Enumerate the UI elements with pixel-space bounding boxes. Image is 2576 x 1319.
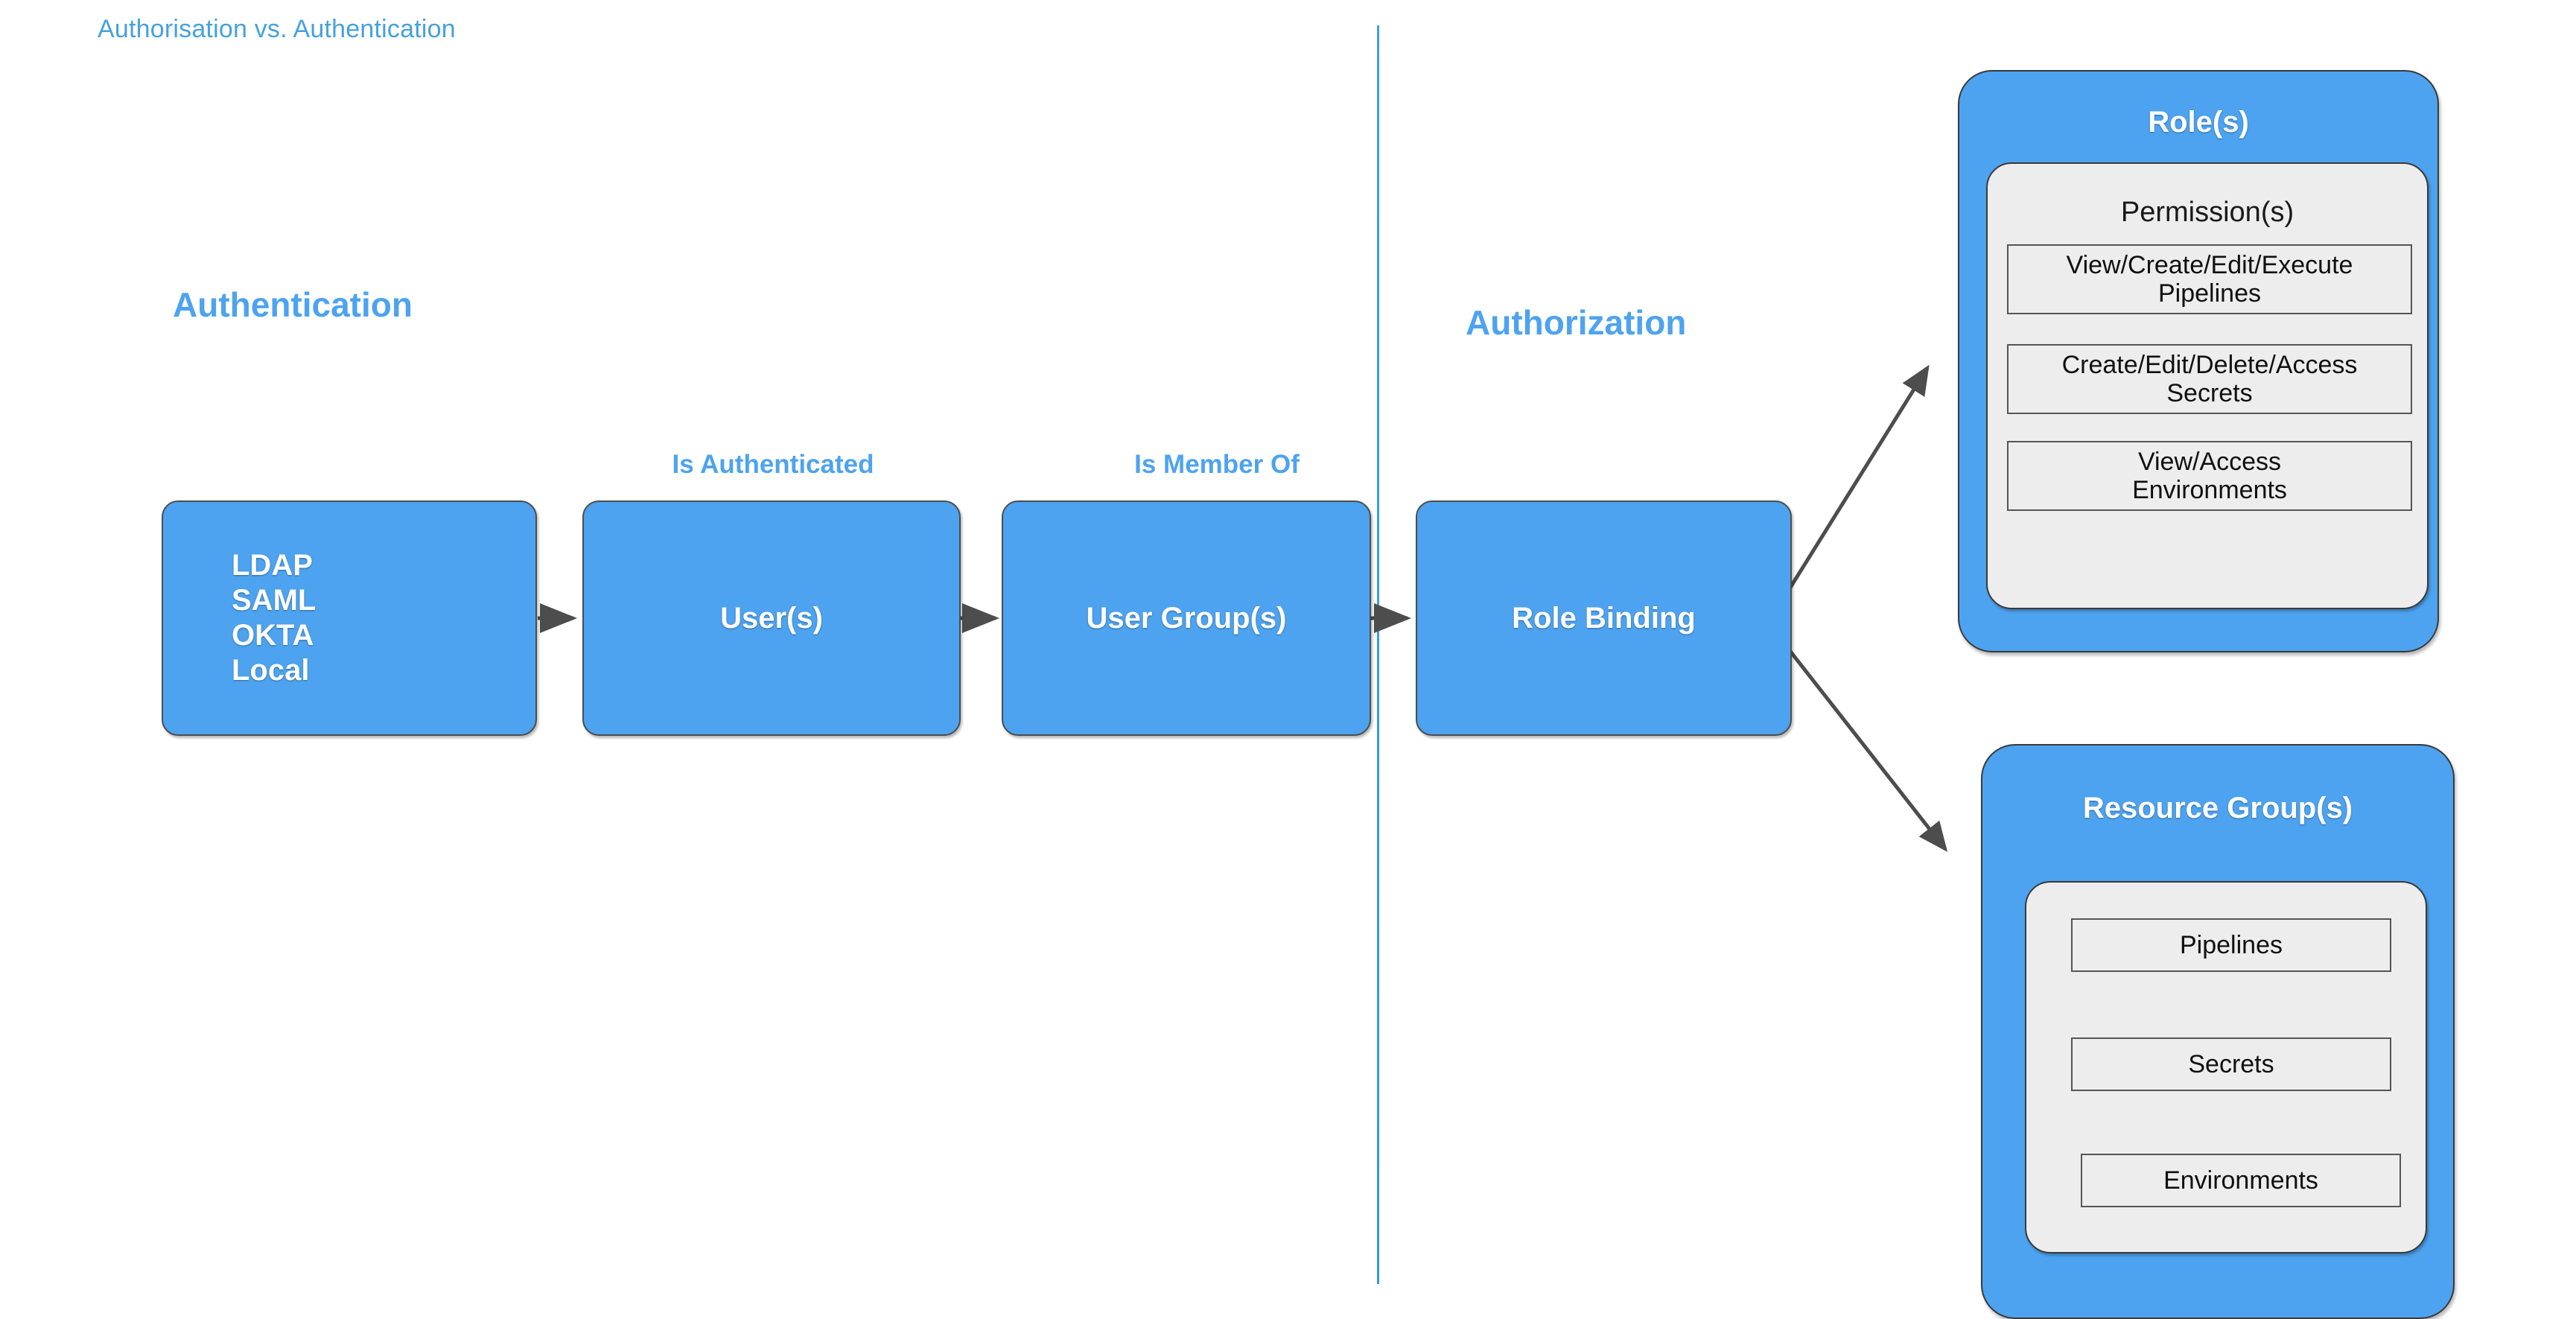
permission-item[interactable]: View/Create/Edit/Execute Pipelines [2007, 244, 2412, 314]
resources-panel: Pipelines Secrets Environments [2025, 881, 2427, 1253]
permissions-panel-title: Permission(s) [2120, 197, 2294, 228]
group-panel-title: Role(s) [2148, 106, 2249, 139]
arrow-rolebinding-to-resourcegroups [1787, 648, 1948, 852]
flow-box-user-groups[interactable]: User Group(s) [1002, 500, 1371, 736]
permissions-panel: Permission(s) View/Create/Edit/Execute P… [1986, 162, 2429, 609]
section-divider [1377, 25, 1379, 1284]
flow-box-label: LDAP SAML OKTA Local [232, 548, 317, 687]
flow-box-role-binding[interactable]: Role Binding [1416, 500, 1792, 736]
edge-label-is-authenticated: Is Authenticated [672, 450, 874, 479]
group-panel-roles[interactable]: Role(s) Permission(s) View/Create/Edit/E… [1958, 70, 2439, 652]
arrow-rolebinding-to-roles [1787, 364, 1930, 591]
resource-item[interactable]: Environments [2081, 1154, 2401, 1207]
flow-box-label: Role Binding [1512, 602, 1696, 635]
flow-box-users[interactable]: User(s) [582, 500, 961, 736]
group-panel-title: Resource Group(s) [2082, 792, 2353, 824]
page-title: Authorisation vs. Authentication [98, 15, 456, 43]
edge-label-is-member-of: Is Member Of [1134, 450, 1300, 479]
permission-item[interactable]: View/Access Environments [2007, 441, 2412, 511]
section-heading-authentication: Authentication [173, 285, 413, 324]
flow-box-identity-providers[interactable]: LDAP SAML OKTA Local [162, 500, 537, 736]
section-heading-authorization: Authorization [1466, 303, 1687, 342]
permission-item[interactable]: Create/Edit/Delete/Access Secrets [2007, 344, 2412, 414]
flow-box-label: User(s) [720, 602, 823, 635]
resource-item[interactable]: Pipelines [2071, 918, 2391, 972]
group-panel-resource-groups[interactable]: Resource Group(s) Pipelines Secrets Envi… [1981, 744, 2455, 1319]
flow-box-label: User Group(s) [1086, 602, 1287, 635]
resource-item[interactable]: Secrets [2071, 1037, 2391, 1091]
